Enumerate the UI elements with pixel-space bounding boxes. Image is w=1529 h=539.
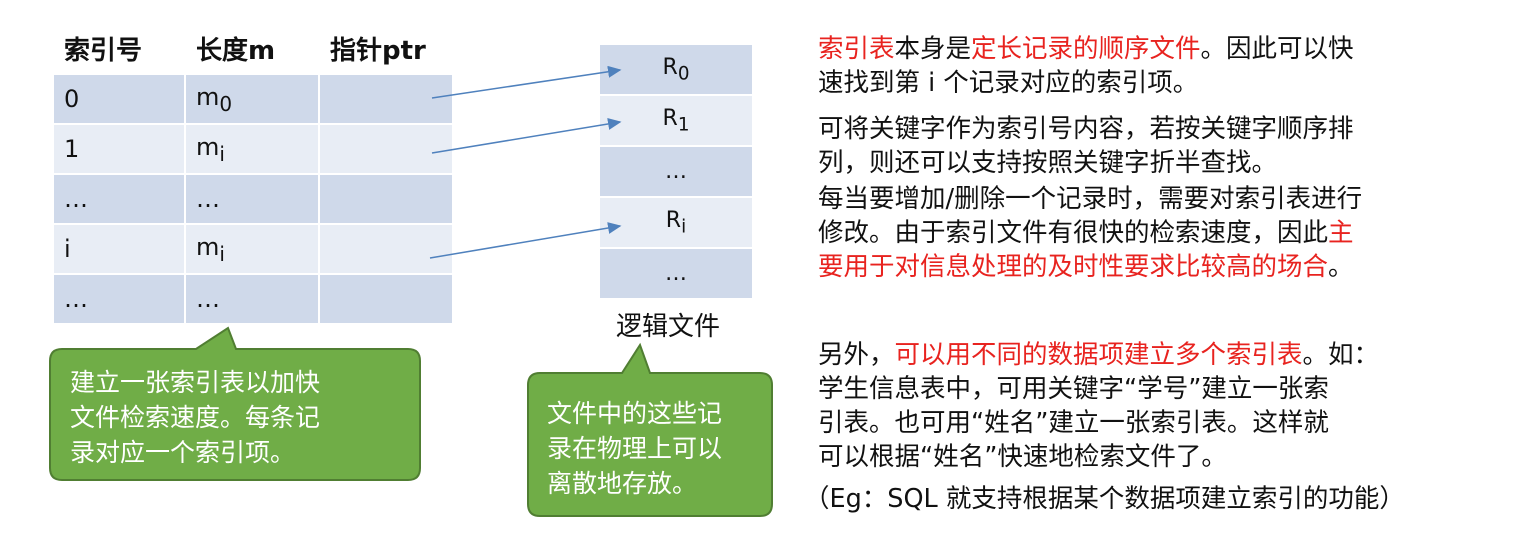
text-line: 可将关键字作为索引号内容，若按关键字顺序排 [818,114,1354,144]
record-name: … [665,261,687,286]
logical-record: R0 [598,43,754,96]
pointer-cell [318,173,454,225]
index-no-cell: … [52,273,186,325]
record-name: R [662,54,678,80]
record-cell: … [598,247,754,300]
record-name: R [665,207,682,233]
pointer-arrow [431,118,622,154]
highlight-text: 定长记录的顺序文件 [971,34,1201,64]
logical-record: … [598,247,754,300]
logical-record: … [598,145,754,198]
text-line: 另外，可以用不同的数据项建立多个索引表。如： [818,338,1379,372]
highlight-text: 可以用不同的数据项建立多个索引表 [894,340,1303,370]
callout-left-text: 建立一张索引表以加快 文件检索速度。每条记 录对应一个索引项。 [70,365,320,470]
record-cell: R0 [598,43,754,96]
pointer-cell [318,273,454,325]
record-subscript: 0 [677,63,690,85]
index-table-row: 1 mi [52,123,454,175]
record-cell: Ri [598,196,754,249]
callout-left-bubble [49,326,421,481]
text-line: 修改。由于索引文件有很快的检索速度，因此主 [818,216,1362,250]
length-cell: m0 [184,73,320,125]
index-table-row: … … [52,173,454,225]
index-table-row: … … [52,273,454,325]
highlight-text: 索引表 [818,34,895,64]
text-line: 引表。也可用“姓名”建立一张索引表。这样就 [818,408,1329,438]
text-line: 速找到第 i 个记录对应的索引项。 [818,68,1199,98]
index-table-row: 0 m0 [52,73,454,125]
logical-record: Ri [598,196,754,249]
plain-text: 修改。由于索引文件有很快的检索速度，因此 [818,218,1329,248]
record-name: … [665,159,687,184]
callout-line: 建立一张索引表以加快 [70,368,321,397]
length-cell: mi [184,223,320,275]
header-length: 长度m [196,36,276,66]
index-table: 0 m0 1 mi … … i mi … … [52,73,454,325]
record-subscript: 1 [677,114,690,136]
paragraph-2: 可将关键字作为索引号内容，若按关键字顺序排 列，则还可以支持按照关键字折半查找。 [818,112,1354,180]
callout-middle-text: 文件中的这些记 录在物理上可以 离散地存放。 [547,396,722,501]
plain-text: 本身是 [894,34,972,64]
paragraph-3: 每当要增加/删除一个记录时，需要对索引表进行 修改。由于索引文件有很快的检索速度… [818,182,1362,284]
paragraph-5: （Eg：SQL 就支持根据某个数据项建立索引的功能） [804,484,1405,514]
length-subscript: i [219,141,225,166]
callout-line: 录在物理上可以 [547,434,723,463]
index-no-cell: i [52,223,186,275]
length-subscript: i [219,241,225,266]
highlight-text: 主 [1328,218,1354,248]
pointer-cell [318,73,454,125]
plain-text: 另外， [818,340,895,370]
length-var: m [196,82,220,111]
pointer-cell [318,223,454,275]
index-no-cell: 0 [52,73,186,125]
callout-line: 文件中的这些记 [547,399,723,428]
length-cell: … [184,173,320,225]
pointer-arrow [429,222,622,259]
plain-text: 。因此可以快 [1200,34,1354,64]
logical-file-caption: 逻辑文件 [616,312,721,342]
highlight-text: 要用于对信息处理的及时性要求比较高的场合 [818,252,1329,282]
callout-line: 离散地存放。 [547,469,698,498]
length-cell: mi [184,123,320,175]
length-var: m [196,232,220,261]
logical-record: R1 [598,94,754,147]
text-line: 学生信息表中，可用关键字“学号”建立一张索 [818,374,1329,404]
header-index-no: 索引号 [64,36,143,66]
record-cell: … [598,145,754,198]
length-var: m [196,132,220,161]
pointer-cell [318,123,454,175]
record-name: R [662,105,678,131]
length-subscript: 0 [219,91,233,116]
text-line: 列，则还可以支持按照关键字折半查找。 [818,148,1278,178]
text-line: 要用于对信息处理的及时性要求比较高的场合。 [818,250,1362,284]
text-line: 每当要增加/删除一个记录时，需要对索引表进行 [818,184,1363,214]
text-line: 可以根据“姓名”快速地检索文件了。 [818,442,1227,472]
record-subscript: i [681,216,687,238]
plain-text: 。 [1328,252,1354,282]
callout-middle-bubble [527,342,773,517]
index-table-row: i mi [52,223,454,275]
length-var: … [196,285,220,313]
index-no-cell: … [52,173,186,225]
paragraph-4: 另外，可以用不同的数据项建立多个索引表。如： 学生信息表中，可用关键字“学号”建… [818,338,1379,474]
index-no-cell: 1 [52,123,186,175]
pointer-arrow [431,65,622,99]
length-var: … [196,185,220,213]
paragraph-1: 索引表本身是定长记录的顺序文件。因此可以快 速找到第 i 个记录对应的索引项。 [818,32,1354,100]
logical-file-table: R0 R1 … Ri … [598,43,754,300]
callout-line: 录对应一个索引项。 [70,438,296,467]
header-pointer: 指针ptr [330,36,426,66]
length-cell: … [184,273,320,325]
text-line: 索引表本身是定长记录的顺序文件。因此可以快 [818,32,1354,66]
callout-line: 文件检索速度。每条记 [70,403,321,432]
plain-text: 。如： [1302,340,1380,370]
record-cell: R1 [598,94,754,147]
